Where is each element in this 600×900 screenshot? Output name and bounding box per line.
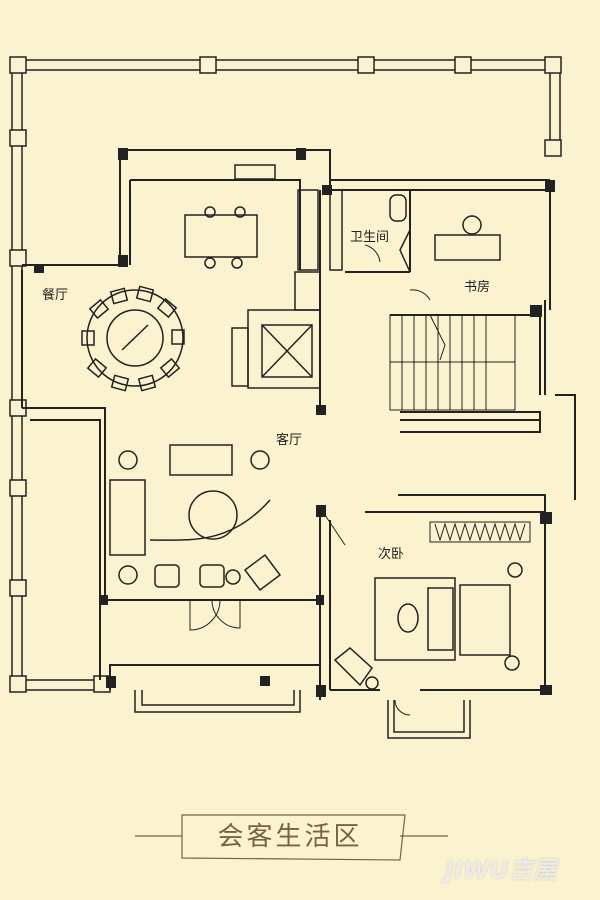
- bed: [333, 562, 523, 690]
- kitchen: [184, 164, 321, 311]
- watermark-logo: JIWU吉屋: [445, 856, 557, 884]
- footer-frame: [135, 814, 448, 861]
- staircase: [389, 314, 516, 411]
- wall-columns: [9, 56, 562, 693]
- room-label-bathroom: 卫生间: [350, 230, 389, 245]
- footer-title: 会客生活区: [217, 821, 363, 852]
- elevator: [231, 309, 321, 389]
- study-furniture: [434, 215, 501, 261]
- doors: [189, 244, 431, 716]
- room-label-bedroom: 次卧: [378, 546, 404, 562]
- interior-walls: [21, 149, 576, 700]
- bathroom: [329, 189, 411, 273]
- room-label-study: 书房: [464, 279, 490, 295]
- room-label-dining: 餐厅: [42, 287, 68, 303]
- terrace-outer-wall: [11, 59, 561, 739]
- living-room-furniture: [109, 444, 282, 592]
- dining-table: [81, 285, 185, 392]
- room-label-living: 客厅: [276, 432, 302, 448]
- wardrobe: [429, 521, 531, 543]
- pillars: [34, 148, 555, 697]
